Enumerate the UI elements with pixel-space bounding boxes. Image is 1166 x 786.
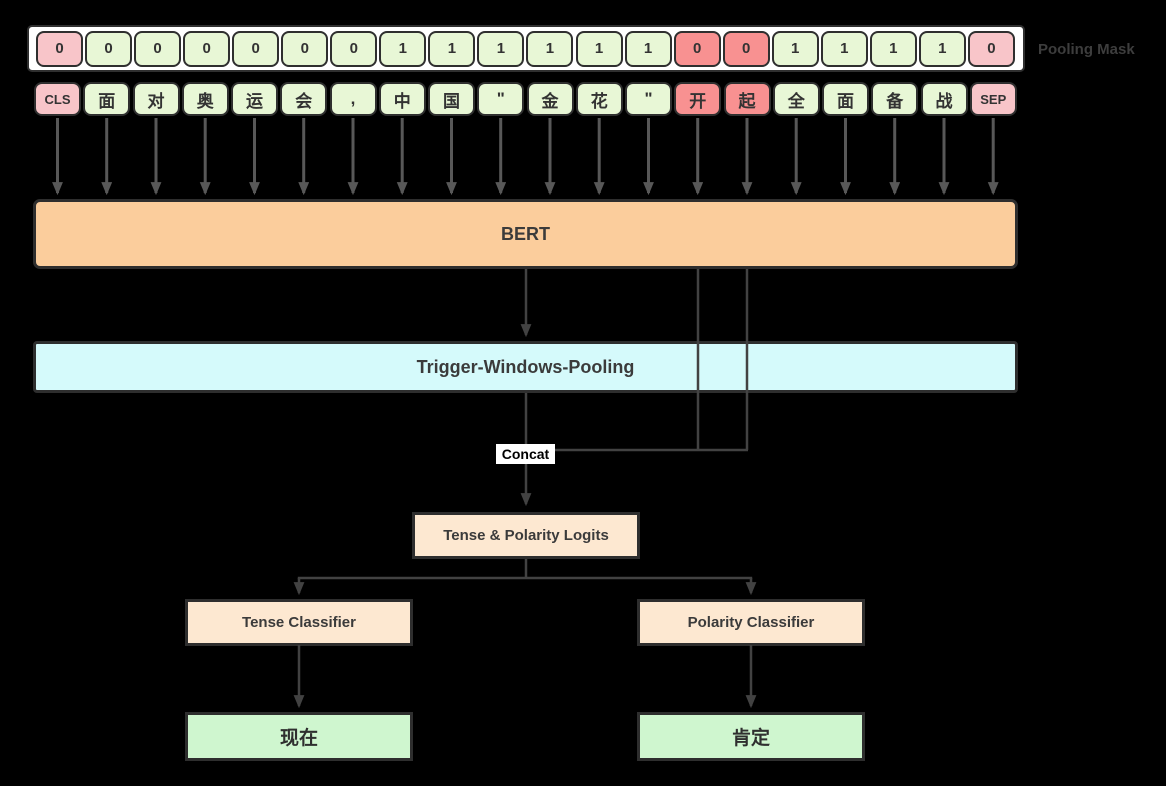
- token-cell: 花: [575, 82, 623, 116]
- mask-cell: 1: [820, 30, 868, 67]
- token-cell: 奥: [181, 82, 229, 116]
- token-cell: ": [625, 82, 672, 116]
- tense-classifier-box: Tense Classifier: [185, 599, 413, 646]
- mask-cell: 1: [428, 30, 476, 67]
- token-cell: 战: [920, 82, 968, 116]
- mask-cell: 1: [918, 30, 966, 67]
- mask-cell-trigger: 0: [722, 30, 770, 67]
- mask-cell-trigger: 0: [673, 30, 721, 67]
- token-cell: 金: [526, 82, 574, 116]
- token-cell: 会: [280, 82, 328, 116]
- polarity-classifier-box: Polarity Classifier: [637, 599, 865, 646]
- token-cell-cls: CLS: [34, 82, 81, 116]
- token-cell-trigger: 开: [674, 82, 722, 116]
- pooling-mask-caption: Pooling Mask: [1038, 41, 1135, 58]
- mask-cell: 0: [134, 30, 182, 67]
- mask-cell: 1: [526, 30, 574, 67]
- token-cell: 对: [132, 82, 180, 116]
- token-cell-trigger: 起: [723, 82, 771, 116]
- mask-cell: 1: [575, 30, 623, 67]
- mask-cell: 0: [85, 30, 133, 67]
- mask-cell: 1: [379, 30, 427, 67]
- mask-cell: 1: [771, 30, 819, 67]
- token-cell: 中: [378, 82, 426, 116]
- token-cell: ,: [329, 82, 377, 116]
- token-cell: 备: [871, 82, 919, 116]
- mask-cell: 1: [869, 30, 917, 67]
- mask-cell-sep: 0: [967, 30, 1015, 67]
- mask-cell: 0: [232, 30, 280, 67]
- polarity-output-box: 肯定: [637, 712, 865, 761]
- token-to-bert-arrows: [52, 118, 999, 196]
- token-cell: ": [477, 82, 525, 116]
- token-cell: 面: [83, 82, 131, 116]
- concat-label: Concat: [496, 444, 555, 464]
- mask-cell: 0: [330, 30, 378, 67]
- token-cell-sep: SEP: [969, 82, 1017, 116]
- bert-box: BERT: [33, 199, 1018, 269]
- mask-cell: 0: [183, 30, 231, 67]
- tense-output-box: 现在: [185, 712, 413, 761]
- mask-cell: 1: [477, 30, 525, 67]
- token-cell: 全: [772, 82, 820, 116]
- mask-cell-cls: 0: [36, 30, 83, 67]
- input-token-row: CLS 面 对 奥 运 会 , 中 国 " 金 花 " 开 起 全 面 备 战 …: [34, 82, 1017, 116]
- tense-polarity-logits-box: Tense & Polarity Logits: [412, 512, 640, 559]
- token-cell: 运: [231, 82, 278, 116]
- token-cell: 国: [428, 82, 475, 116]
- mask-cell: 0: [281, 30, 329, 67]
- mask-cell: 1: [624, 30, 672, 67]
- trigger-windows-pooling-box: Trigger-Windows-Pooling: [33, 341, 1018, 393]
- pooling-mask-row: 0 0 0 0 0 0 0 1 1 1 1 1 1 0 0 1 1 1 1 0: [27, 25, 1025, 72]
- token-cell: 面: [822, 82, 869, 116]
